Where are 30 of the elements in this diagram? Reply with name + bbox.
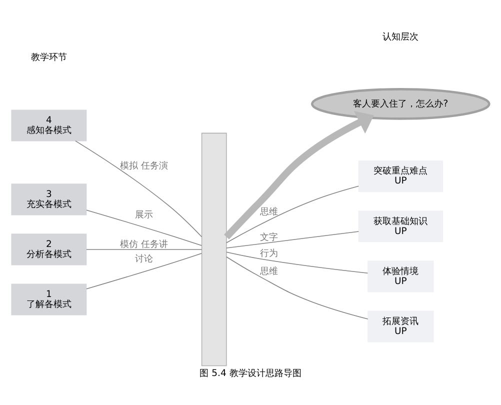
node-box: 体验情境 UP [368,260,434,292]
edge-label: 模仿 任务讲 [120,238,168,250]
node-ellipse: 客人要入住了，怎么办? [310,88,490,120]
edge-label: 文字 [260,232,278,243]
connector [86,249,202,250]
node-box: 3 充实各模式 [11,184,87,216]
label: 认知层次 [382,31,419,42]
edge-label: 行为 [260,248,278,260]
node-box: 1 了解各模式 [11,284,87,316]
connector [226,252,368,274]
edge-label: 思维 [260,206,278,218]
edge-label: 模拟 任务演 [120,160,168,172]
label: 教学环节 [30,52,67,64]
connector [75,140,202,238]
node-box: 拓展资讯 UP [368,310,434,342]
node-box: 4 感知各模式 [11,110,87,142]
edge-label: 思维 [260,266,278,277]
edge-label: 讨论 [135,253,154,264]
connector [226,231,360,248]
node-bar [201,132,227,366]
connector [226,186,359,244]
node-box: 获取基础知识 UP [358,210,443,242]
node-box: 2 分析各模式 [11,234,87,266]
node-box: 突破重点难点 UP [358,160,443,192]
connector [86,210,202,246]
caption: 图 5.4 教学设计思路导图 [200,368,302,380]
arrow [224,111,374,240]
connector [86,253,202,290]
connector [226,256,368,320]
edge-label: 展示 [135,210,154,221]
